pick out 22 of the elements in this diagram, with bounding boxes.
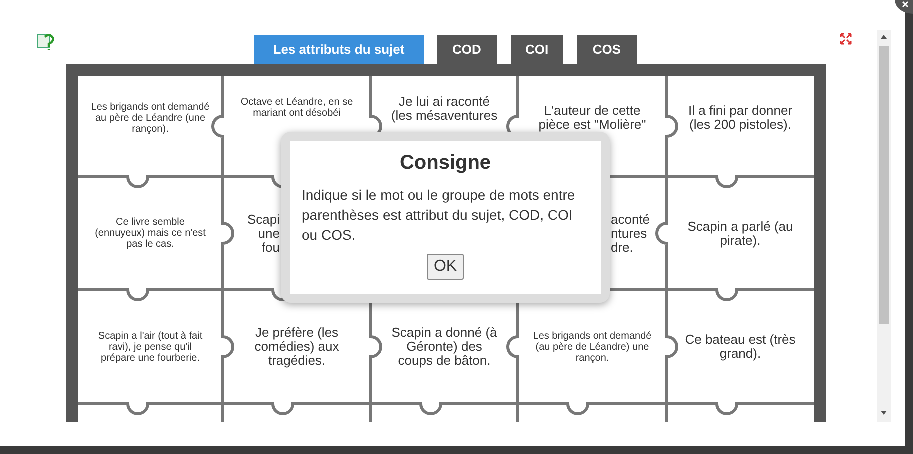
piece-text: Scapin a parlé (au pirate). [686, 220, 794, 248]
piece-text: Je préfère (les comédies) aux tragédies. [254, 326, 340, 368]
piece-text: Octave et Léandre, en se mariant ont désobéi [240, 97, 354, 119]
piece-text: Ce livre semble (ennuyeux) mais ce n'est pas le cas. [94, 217, 207, 250]
piece-text: Scapi une fou [247, 212, 280, 254]
piece-text: Scapin a donné (à Géronte) des coups de bâton. [390, 326, 498, 368]
piece-text: Les brigands ont demandé (au père de Léandre) une rançon. [532, 330, 653, 364]
dialog [281, 132, 610, 303]
dialog-message: Indique si le mot ou le groupe de mots entre parenthèses est attribut du sujet, COD, COI ou COS. [302, 186, 576, 245]
dialog-title: Consigne [398, 152, 492, 175]
piece-text: Scapin a l'air (tout à fait ravi), je pense qu'il prépare une fourberie. [97, 330, 204, 364]
tab: COI [511, 35, 563, 64]
piece-text: L'auteur de cette pièce est "Molière" [538, 104, 648, 132]
tab: COD [437, 35, 497, 64]
ok-button: OK [426, 254, 464, 280]
piece-text: Ce bateau est (très grand). [684, 333, 797, 361]
piece-text: Il a fini par donner (les 200 pistoles). [687, 104, 794, 132]
piece-text: Je lui ai raconté (les mésaventures [390, 95, 499, 123]
piece-text: aconté ntures dre. [611, 212, 650, 254]
piece-text: Les brigands ont demandé au père de Léandre (une rançon). [91, 102, 210, 134]
tab: Les attributs du sujet [254, 35, 424, 64]
tab: COS [577, 35, 637, 64]
